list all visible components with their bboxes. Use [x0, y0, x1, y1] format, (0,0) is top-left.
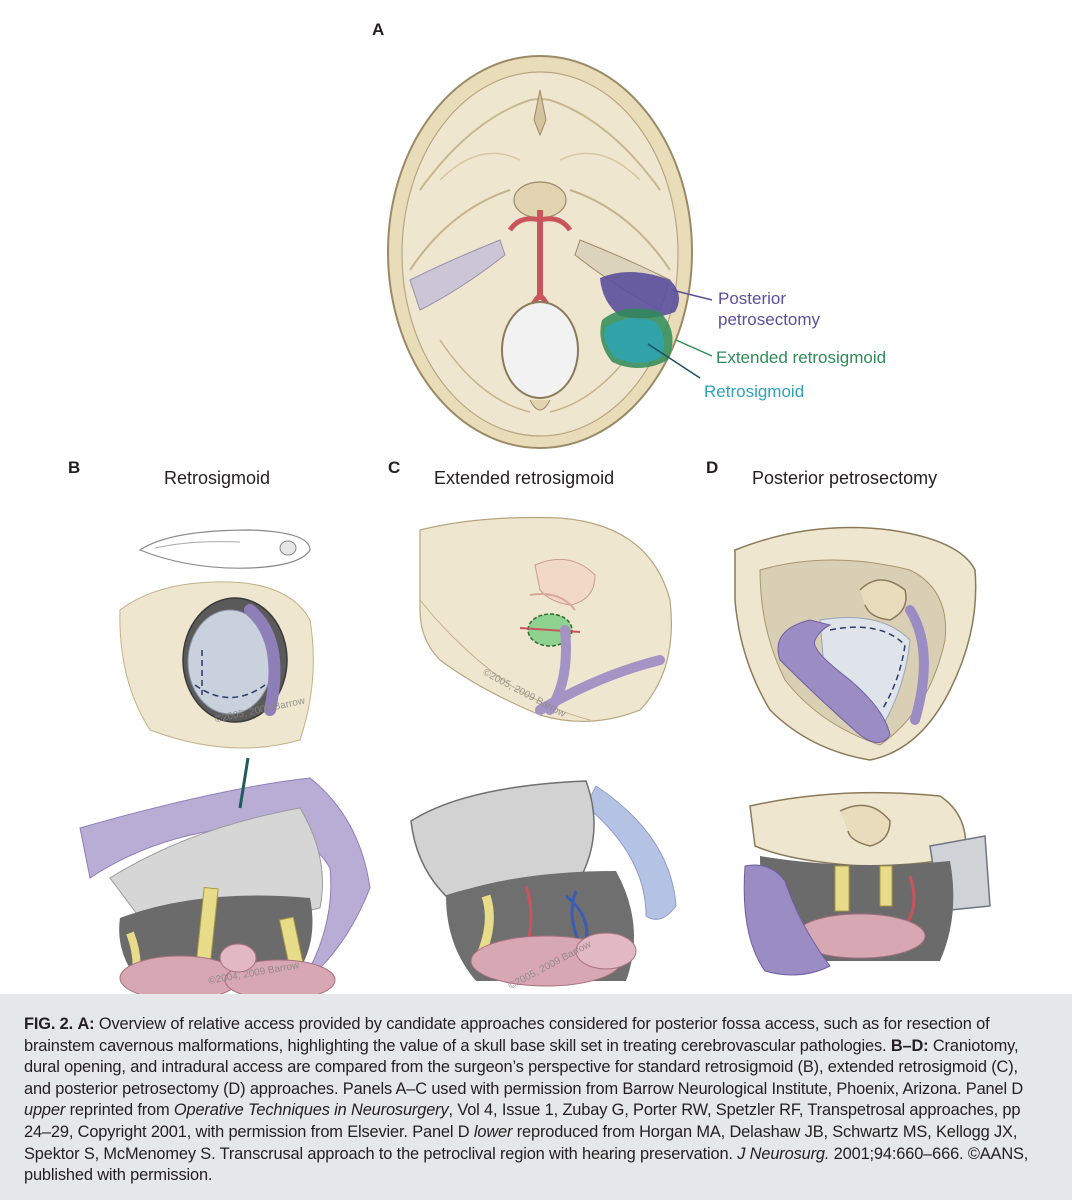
caption-journal: J Neurosurg. [737, 1144, 830, 1163]
leader-retrosigmoid [647, 343, 701, 379]
caption-a-text: Overview of relative access provided by … [24, 1015, 990, 1055]
panel-title-b: Retrosigmoid [164, 468, 271, 488]
callout-posterior-line2: petrosectomy [718, 310, 821, 329]
leader-extended [675, 339, 713, 357]
caption-a-label: A: [77, 1015, 95, 1033]
caption-fig-label: FIG. 2. [24, 1015, 74, 1033]
caption-bd-text: Craniotomy, dural opening, and intradura… [24, 1036, 1024, 1098]
caption-text3: , Vol 4, Issue 1, Zubay G, Porter RW, Sp… [24, 1101, 1021, 1141]
callout-posterior-petrosectomy: Posterior petrosectomy [718, 288, 820, 330]
skull-base-illustration [387, 55, 693, 449]
caption-box: FIG. 2. A: Overview of relative access p… [0, 994, 1072, 1200]
panel-b-lower-illustration [79, 757, 371, 1001]
callout-extended-retrosigmoid: Extended retrosigmoid [716, 348, 887, 367]
panel-letter-d: D [706, 458, 719, 477]
callout-leaders [647, 289, 713, 379]
caption-bd-label: B–D: [890, 1036, 929, 1055]
panel-c-lower-illustration [410, 780, 677, 987]
panel-title-c: Extended retrosigmoid [434, 468, 615, 488]
panel-letter-a: A [372, 20, 385, 39]
panel-letter-c: C [388, 458, 401, 477]
panel-c-upper-illustration [419, 516, 672, 723]
caption-book-title: Operative Techniques in Neurosurgery [173, 1101, 449, 1120]
panel-d-upper-illustration [734, 526, 977, 761]
caption-upper: upper [24, 1101, 66, 1120]
panel-b-upper-illustration [119, 529, 314, 749]
figure-caption: FIG. 2. A: Overview of relative access p… [24, 1014, 1048, 1187]
panel-letter-b: B [68, 458, 81, 477]
panel-d-lower-illustration [743, 791, 991, 976]
caption-text5: 2001;94:660–666. ©AANS, published with p… [24, 1144, 1029, 1185]
caption-text2: reprinted from [65, 1101, 174, 1120]
caption-lower: lower [473, 1122, 513, 1141]
panel-title-d: Posterior petrosectomy [752, 468, 938, 488]
leader-posterior [671, 289, 713, 301]
caption-text4: reproduced from Horgan MA, Delashaw JB, … [24, 1122, 1018, 1163]
figure: A [68, 20, 991, 1001]
callout-posterior-line1: Posterior [718, 289, 787, 308]
callout-retrosigmoid: Retrosigmoid [704, 382, 805, 401]
